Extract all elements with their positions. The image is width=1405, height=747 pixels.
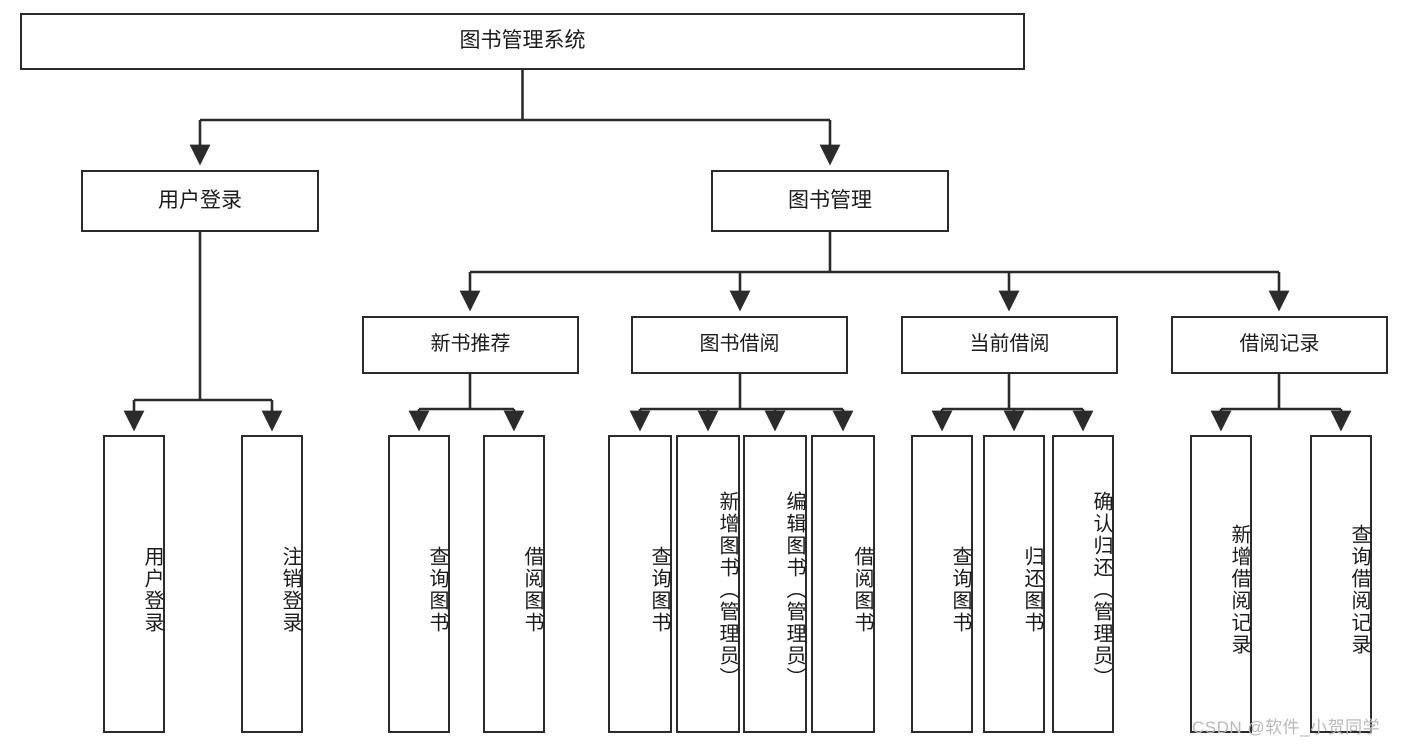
node-label: 归还图书	[1021, 546, 1043, 634]
node-leaf-query-borrow-record[interactable]: 查询借阅记录	[1310, 435, 1372, 733]
node-label: 用户登录	[141, 546, 163, 634]
node-label: 查询图书	[949, 546, 971, 634]
node-label: 查询图书	[426, 546, 448, 634]
node-label: 新增借阅记录	[1228, 524, 1250, 656]
node-leaf-add-borrow-record[interactable]: 新增借阅记录	[1190, 435, 1252, 733]
node-new-book-recommend[interactable]: 新书推荐	[362, 316, 579, 374]
node-label: 借阅图书	[851, 546, 873, 634]
node-label: 图书管理系统	[459, 29, 586, 53]
node-label: 确认归还（管理员）	[1090, 491, 1112, 689]
node-label: 编辑图书（管理员）	[783, 491, 805, 689]
node-leaf-borrow-book-2[interactable]: 借阅图书	[811, 435, 875, 733]
node-book-borrow[interactable]: 图书借阅	[631, 316, 848, 374]
node-user-login[interactable]: 用户登录	[81, 170, 319, 232]
node-book-management[interactable]: 图书管理	[711, 170, 949, 232]
node-label: 借阅图书	[521, 546, 543, 634]
node-leaf-borrow-book-1[interactable]: 借阅图书	[483, 435, 545, 733]
node-leaf-return-book[interactable]: 归还图书	[983, 435, 1045, 733]
node-label: 注销登录	[279, 546, 301, 634]
node-leaf-query-book-2[interactable]: 查询图书	[608, 435, 672, 733]
node-label: 查询借阅记录	[1348, 524, 1370, 656]
node-leaf-confirm-return-admin[interactable]: 确认归还（管理员）	[1052, 435, 1114, 733]
node-leaf-add-book-admin[interactable]: 新增图书（管理员）	[676, 435, 740, 733]
node-label: 图书管理	[788, 188, 872, 212]
node-label: 新增图书（管理员）	[716, 491, 738, 689]
csdn-watermark: CSDN @软件_小贺同学	[1192, 718, 1381, 737]
node-book-management-system[interactable]: 图书管理系统	[20, 13, 1025, 70]
node-leaf-logout[interactable]: 注销登录	[241, 435, 303, 733]
node-leaf-query-book-3[interactable]: 查询图书	[911, 435, 973, 733]
node-label: 图书借阅	[699, 333, 780, 356]
node-leaf-user-login[interactable]: 用户登录	[103, 435, 165, 733]
node-label: 查询图书	[648, 546, 670, 634]
node-label: 借阅记录	[1239, 333, 1320, 356]
node-label: 新书推荐	[430, 333, 511, 356]
node-leaf-query-book-1[interactable]: 查询图书	[388, 435, 450, 733]
node-borrow-record[interactable]: 借阅记录	[1171, 316, 1388, 374]
node-label: 当前借阅	[969, 333, 1050, 356]
node-leaf-edit-book-admin[interactable]: 编辑图书（管理员）	[743, 435, 807, 733]
node-current-borrow[interactable]: 当前借阅	[901, 316, 1118, 374]
node-label: 用户登录	[158, 188, 242, 212]
